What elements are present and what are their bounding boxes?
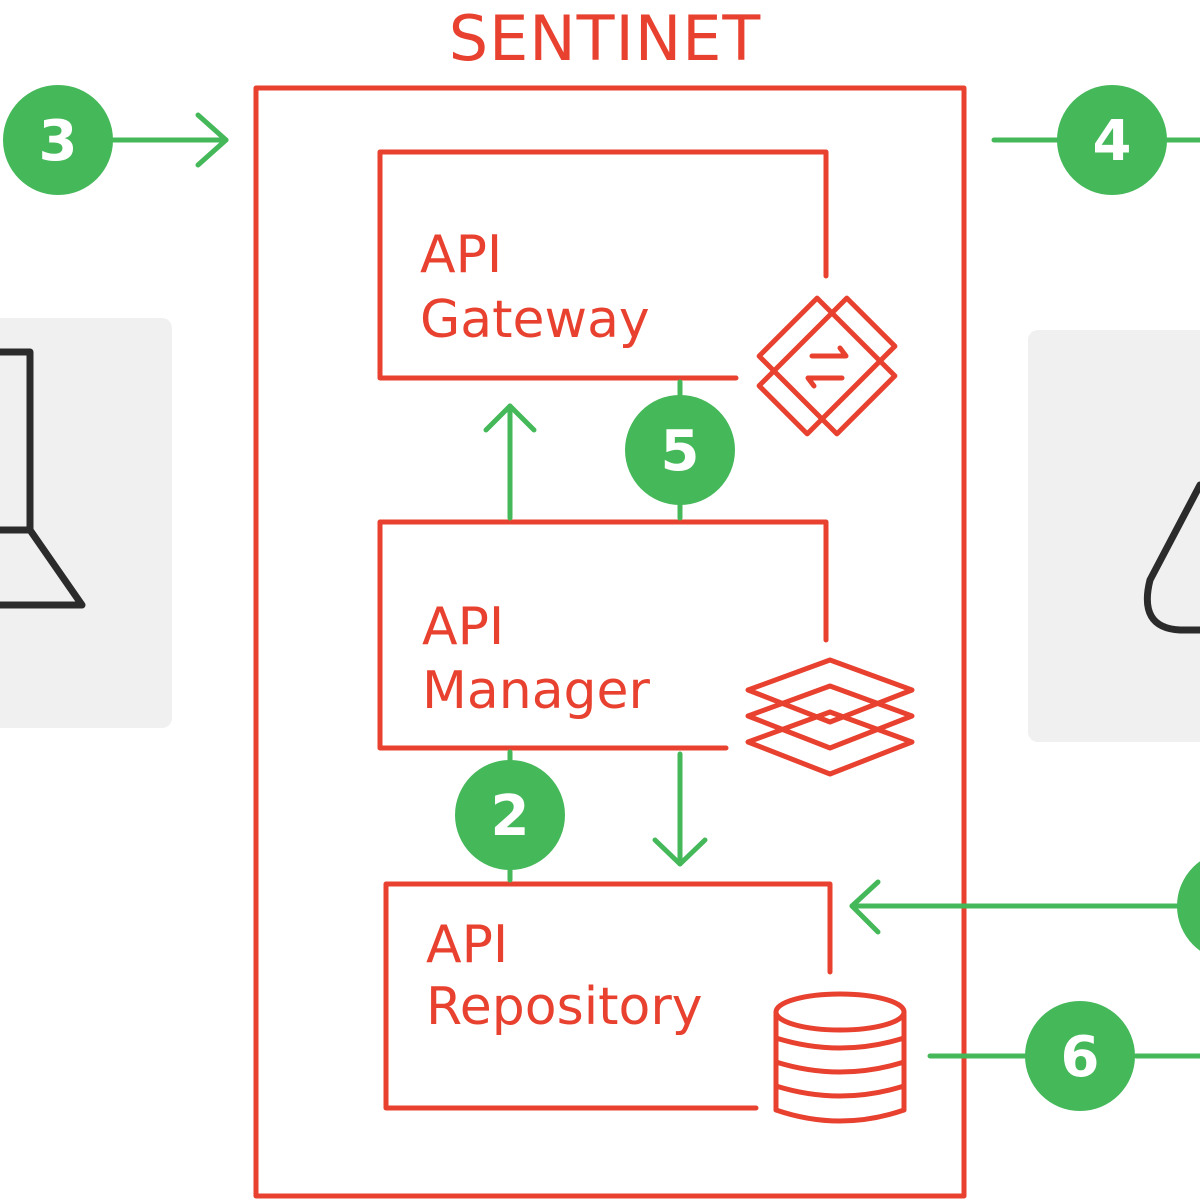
repository-label-line2: Repository [426,977,703,1037]
laptop-icon [0,348,86,609]
gateway-label-line1: API [420,225,502,285]
external-panel [1028,330,1200,742]
diagram-title: SENTINET [449,2,762,75]
badge-partial-right [1177,861,1200,951]
gateway-label-line2: Gateway [420,290,650,350]
badge-4: 4 [1057,85,1167,195]
flow-arrow-down-to-repository [652,751,708,867]
flow-arrow-3 [107,112,229,168]
badge-2: 2 [455,760,565,870]
manager-label-line2: Manager [422,661,651,721]
badge-3-label: 3 [39,109,78,174]
api-repository-box: API Repository [383,881,833,1111]
badge-4-label: 4 [1093,109,1132,174]
badge-2-label: 2 [491,784,530,849]
client-panel [0,318,172,728]
manager-label-line1: API [422,597,504,657]
badge-6: 6 [1025,1001,1135,1111]
gateway-router-icon [756,295,898,437]
api-manager-box: API Manager [377,519,829,751]
badge-6-label: 6 [1061,1025,1100,1090]
warning-triangle-icon [1143,481,1200,634]
sentinet-frame [253,85,967,1199]
repository-label-line1: API [426,915,508,975]
flow-arrow-up-to-gateway [483,403,537,521]
database-icon [773,991,907,1124]
flow-arrow-left-to-repository [849,879,1183,935]
badge-5: 5 [625,395,735,505]
stacked-layers-icon [745,657,915,777]
api-gateway-box: API Gateway [377,149,829,381]
badge-3: 3 [3,85,113,195]
badge-5-label: 5 [661,419,700,484]
